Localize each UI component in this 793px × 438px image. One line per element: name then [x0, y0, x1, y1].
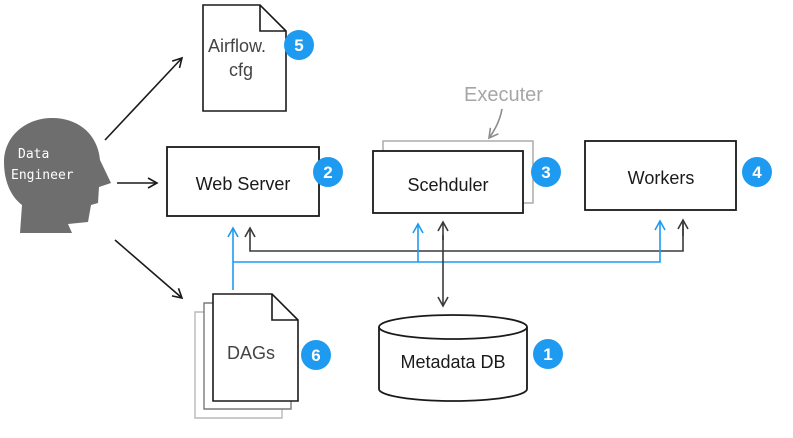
metadata-db-badge-number: 1	[543, 345, 552, 364]
web-server-label: Web Server	[196, 174, 291, 194]
document-fold	[259, 5, 286, 32]
document-icon	[202, 4, 287, 112]
connector-workers-to-webserver	[244, 222, 684, 252]
arrow-engineer-to-dags	[114, 239, 184, 300]
scheduler-box: Scehduler 3	[372, 150, 561, 214]
airflow-cfg-badge	[284, 30, 314, 60]
workers-badge-number: 4	[752, 163, 762, 182]
metadata-db-badge	[533, 339, 563, 369]
head-silhouette-icon	[4, 118, 111, 233]
airflow-cfg-document: Airflow. cfg 5	[202, 4, 314, 112]
metadata-db: Metadata DB 1	[378, 314, 563, 402]
data-engineer: Data Engineer	[4, 118, 111, 233]
airflow-cfg-label-line2: cfg	[229, 60, 253, 80]
web-server-badge	[313, 157, 343, 187]
connector-dags-to-workers	[233, 219, 666, 263]
metadata-db-label: Metadata DB	[400, 352, 505, 372]
engineer-label-line2: Engineer	[11, 168, 74, 183]
dags-label: DAGs	[227, 343, 275, 363]
workers-badge	[742, 157, 772, 187]
scheduler-badge	[531, 157, 561, 187]
web-server-badge-number: 2	[323, 163, 332, 182]
scheduler-label: Scehduler	[407, 175, 488, 195]
dags-badge	[301, 340, 331, 370]
workers-box: Workers 4	[584, 140, 772, 211]
arrow-engineer-to-config	[104, 56, 184, 141]
engineer-label-line1: Data	[18, 147, 49, 162]
dags-badge-number: 6	[311, 346, 320, 365]
workers-label: Workers	[628, 168, 695, 188]
scheduler-badge-number: 3	[541, 163, 550, 182]
web-server-box: Web Server 2	[166, 146, 343, 217]
stacked-documents-icon	[194, 293, 299, 419]
dags-documents: DAGs 6	[194, 293, 331, 419]
database-cylinder-icon	[378, 314, 528, 402]
arrow-executer-label	[488, 108, 503, 140]
airflow-cfg-badge-number: 5	[294, 36, 303, 55]
airflow-cfg-label-line1: Airflow.	[208, 36, 266, 56]
executer-label: Executer	[464, 84, 543, 106]
